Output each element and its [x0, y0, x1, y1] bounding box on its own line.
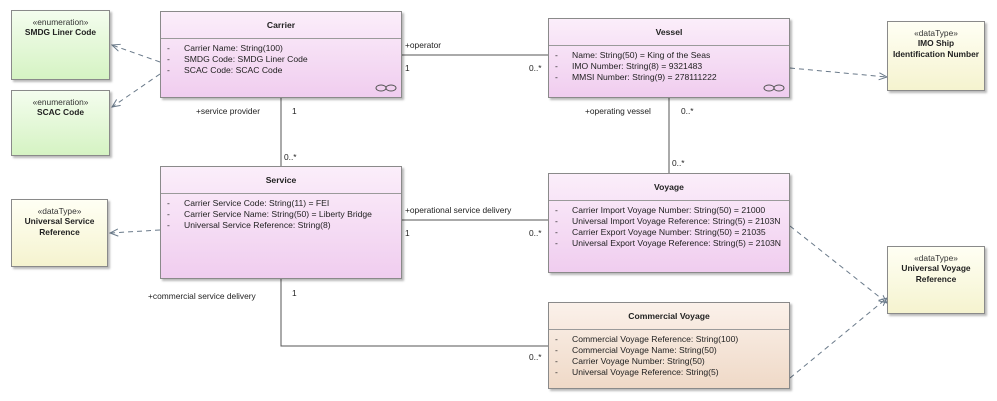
type-name: SCAC Code: [37, 107, 84, 117]
type-name: IMO Ship Identification Number: [892, 38, 980, 59]
dep-scac-line[interactable]: [112, 73, 161, 107]
class-carrier[interactable]: Carrier -Carrier Name: String(100) -SMDG…: [160, 11, 402, 98]
attribute-text: Universal Service Reference: String(8): [184, 220, 331, 230]
link-icon: [763, 84, 785, 92]
attribute-text: SCAC Code: SCAC Code: [184, 65, 283, 75]
class-service-title: Service: [161, 167, 401, 194]
type-name: Universal Voyage Reference: [901, 263, 971, 284]
attribute-text: Universal Export Voyage Reference: Strin…: [572, 238, 781, 248]
stereotype-label: «dataType»: [37, 206, 82, 216]
mult-operating-vessel-target: 0..*: [672, 158, 685, 168]
stereotype-label: «enumeration»: [32, 97, 89, 107]
attribute-row[interactable]: -SCAC Code: SCAC Code: [167, 65, 283, 75]
attribute-row[interactable]: -Carrier Name: String(100): [167, 43, 283, 53]
class-commercial-voyage[interactable]: Commercial Voyage -Commercial Voyage Ref…: [548, 302, 790, 389]
dep-usr-line[interactable]: [110, 230, 161, 233]
attribute-text: IMO Number: String(8) = 9321483: [572, 61, 703, 71]
attribute-text: Carrier Service Code: String(11) = FEI: [184, 198, 330, 208]
class-vessel-title: Vessel: [549, 19, 789, 46]
mult-operator-target: 0..*: [529, 63, 542, 73]
role-operational-delivery: +operational service delivery: [405, 205, 512, 215]
attribute-row[interactable]: -Carrier Import Voyage Number: String(50…: [555, 205, 766, 215]
attribute-row[interactable]: -Carrier Export Voyage Number: String(50…: [555, 227, 766, 237]
type-name: SMDG Liner Code: [24, 27, 97, 37]
datatype-universal-voyage-reference[interactable]: «dataType» Universal Voyage Reference: [887, 246, 985, 314]
dep-uvr-commercial-line[interactable]: [789, 298, 887, 379]
role-service-provider: +service provider: [196, 106, 261, 116]
attribute-row[interactable]: -Carrier Voyage Number: String(50): [555, 356, 705, 366]
attribute-text: Commercial Voyage Reference: String(100): [572, 334, 739, 344]
attribute-row[interactable]: -Carrier Service Name: String(50) = Libe…: [167, 209, 372, 219]
attribute-text: Universal Import Voyage Reference: Strin…: [572, 216, 781, 226]
enum-scac-code[interactable]: «enumeration» SCAC Code: [11, 90, 110, 156]
attribute-text: SMDG Code: SMDG Liner Code: [184, 54, 308, 64]
dep-smdg-line[interactable]: [112, 45, 161, 63]
attribute-row[interactable]: -Universal Service Reference: String(8): [167, 220, 331, 230]
mult-operator-source: 1: [405, 63, 410, 73]
mult-operational-delivery-source: 1: [405, 228, 410, 238]
stereotype-label: «dataType»: [914, 28, 958, 38]
stereotype-label: «dataType»: [914, 253, 958, 263]
enum-smdg-liner-code[interactable]: «enumeration» SMDG Liner Code: [11, 10, 110, 80]
class-commercial-voyage-title: Commercial Voyage: [549, 303, 789, 330]
attribute-text: Commercial Voyage Name: String(50): [572, 345, 717, 355]
attribute-row[interactable]: -Commercial Voyage Name: String(50): [555, 345, 717, 355]
attribute-row[interactable]: -Universal Export Voyage Reference: Stri…: [555, 238, 781, 248]
dep-uvr-voyage-line[interactable]: [789, 225, 887, 303]
attribute-row[interactable]: -Universal Voyage Reference: String(5): [555, 367, 719, 377]
stereotype-label: «enumeration»: [32, 17, 89, 27]
attribute-row[interactable]: -IMO Number: String(8) = 9321483: [555, 61, 703, 71]
datatype-universal-service-reference[interactable]: «dataType» Universal Service Reference: [11, 199, 108, 267]
class-service[interactable]: Service -Carrier Service Code: String(11…: [160, 166, 402, 279]
mult-commercial-delivery-source: 1: [292, 288, 297, 298]
mult-operational-delivery-target: 0..*: [529, 228, 542, 238]
datatype-imo-ship-identification-number[interactable]: «dataType» IMO Ship Identification Numbe…: [887, 21, 985, 91]
attribute-row[interactable]: -MMSI Number: String(9) = 278111222: [555, 72, 717, 82]
attribute-text: MMSI Number: String(9) = 278111222: [572, 72, 717, 82]
attribute-row[interactable]: -Universal Import Voyage Reference: Stri…: [555, 216, 781, 226]
mult-commercial-delivery-target: 0..*: [529, 352, 542, 362]
role-commercial-delivery: +commercial service delivery: [148, 291, 256, 301]
role-operator: +operator: [405, 40, 442, 50]
dep-imo-line[interactable]: [789, 67, 887, 77]
attribute-row[interactable]: -SMDG Code: SMDG Liner Code: [167, 54, 308, 64]
class-carrier-title: Carrier: [161, 12, 401, 39]
attribute-text: Universal Voyage Reference: String(5): [572, 367, 719, 377]
attribute-row[interactable]: -Name: String(50) = King of the Seas: [555, 50, 711, 60]
attribute-text: Carrier Voyage Number: String(50): [572, 356, 705, 366]
attribute-row[interactable]: -Commercial Voyage Reference: String(100…: [555, 334, 739, 344]
mult-service-provider-target: 0..*: [284, 152, 297, 162]
attribute-text: Name: String(50) = King of the Seas: [572, 50, 711, 60]
class-voyage-title: Voyage: [549, 174, 789, 201]
attribute-text: Carrier Export Voyage Number: String(50)…: [572, 227, 766, 237]
class-vessel[interactable]: Vessel -Name: String(50) = King of the S…: [548, 18, 790, 98]
attribute-text: Carrier Import Voyage Number: String(50)…: [572, 205, 766, 215]
attribute-row[interactable]: -Carrier Service Code: String(11) = FEI: [167, 198, 330, 208]
mult-service-provider-source: 1: [292, 106, 297, 116]
assoc-commercial-delivery-line[interactable]: [280, 279, 548, 347]
attribute-text: Carrier Service Name: String(50) = Liber…: [184, 209, 372, 219]
attribute-text: Carrier Name: String(100): [184, 43, 283, 53]
link-icon: [375, 84, 397, 92]
mult-operating-vessel-source: 0..*: [681, 106, 694, 116]
type-name: Universal Service Reference: [24, 216, 95, 237]
role-operating-vessel: +operating vessel: [585, 106, 651, 116]
class-voyage[interactable]: Voyage -Carrier Import Voyage Number: St…: [548, 173, 790, 273]
